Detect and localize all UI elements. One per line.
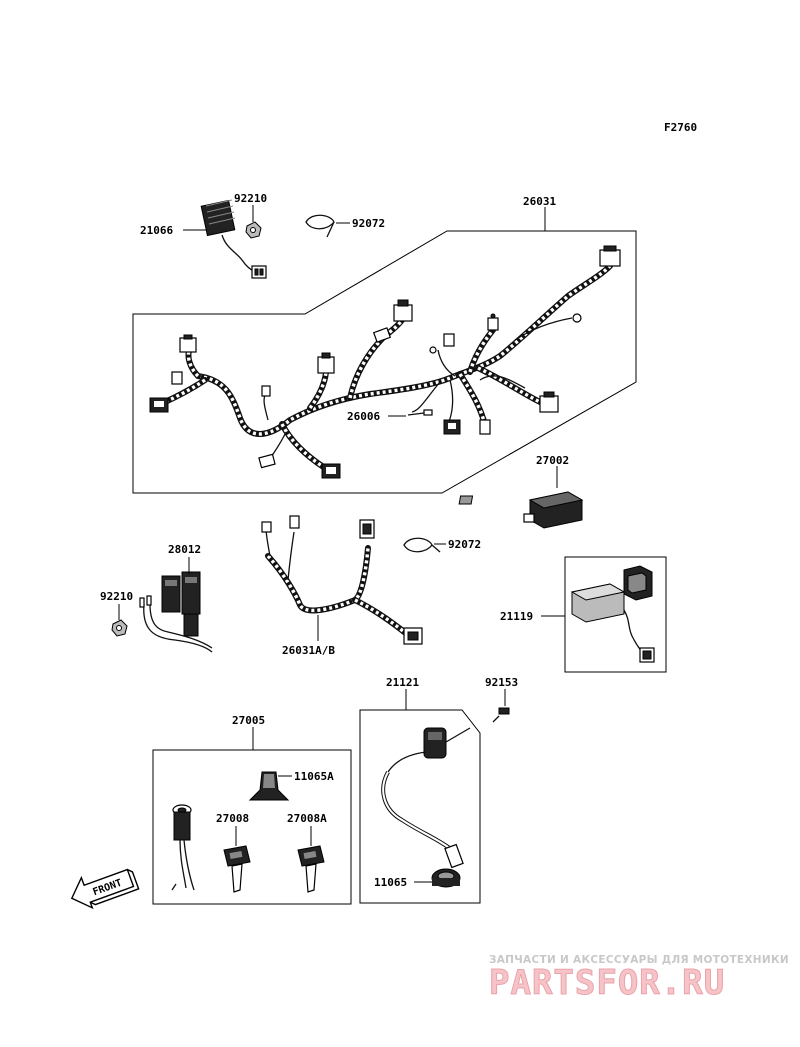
label-21066: 21066 [140, 224, 173, 237]
label-92072-mid: 92072 [448, 538, 481, 551]
watermark-caption: ЗАПЧАСТИ И АКСЕССУАРЫ ДЛЯ МОТОТЕХНИКИ [489, 954, 789, 966]
key-27008 [223, 845, 251, 893]
clamp-92072-mid [403, 537, 441, 553]
ignition-coil-21121 [381, 727, 471, 869]
regulator-21066 [200, 199, 267, 279]
nut-92210-top [245, 221, 262, 239]
clamp-92072-top [305, 214, 335, 238]
label-92153: 92153 [485, 676, 518, 689]
screw-92153 [492, 707, 510, 723]
front-arrow: FRONT [70, 868, 140, 910]
label-26031ab: 26031A/B [282, 644, 335, 657]
figure-code: F2760 [664, 121, 697, 134]
relay-27002 [458, 491, 584, 529]
label-28012: 28012 [168, 543, 201, 556]
box-27005 [152, 749, 352, 905]
wire-26006 [407, 409, 433, 416]
box-21121 [359, 709, 481, 904]
label-92072-top: 92072 [352, 217, 385, 230]
label-27002: 27002 [536, 454, 569, 467]
switch-28012 [139, 571, 213, 653]
igniter-21119 [570, 565, 655, 663]
label-92210-left: 92210 [100, 590, 133, 603]
label-11065: 11065 [374, 876, 407, 889]
box-21119 [564, 556, 667, 673]
label-92210-top: 92210 [234, 192, 267, 205]
cap-11065a [248, 771, 290, 801]
label-21119: 21119 [500, 610, 533, 623]
nut-92210-left [111, 619, 128, 637]
key-27008a [297, 845, 325, 893]
label-27008: 27008 [216, 812, 249, 825]
ignition-switch-27005 [171, 804, 195, 891]
sub-harness-26031ab [261, 515, 423, 645]
cap-11065 [431, 868, 461, 888]
harness-26031-outline [132, 230, 637, 494]
label-11065a: 11065A [294, 770, 334, 783]
label-26006: 26006 [347, 410, 380, 423]
label-26031: 26031 [523, 195, 556, 208]
main-wiring-harness [149, 245, 621, 479]
watermark-logo: PARTSFOR.RU [489, 963, 725, 1003]
label-27005: 27005 [232, 714, 265, 727]
label-27008a: 27008A [287, 812, 327, 825]
label-21121: 21121 [386, 676, 419, 689]
